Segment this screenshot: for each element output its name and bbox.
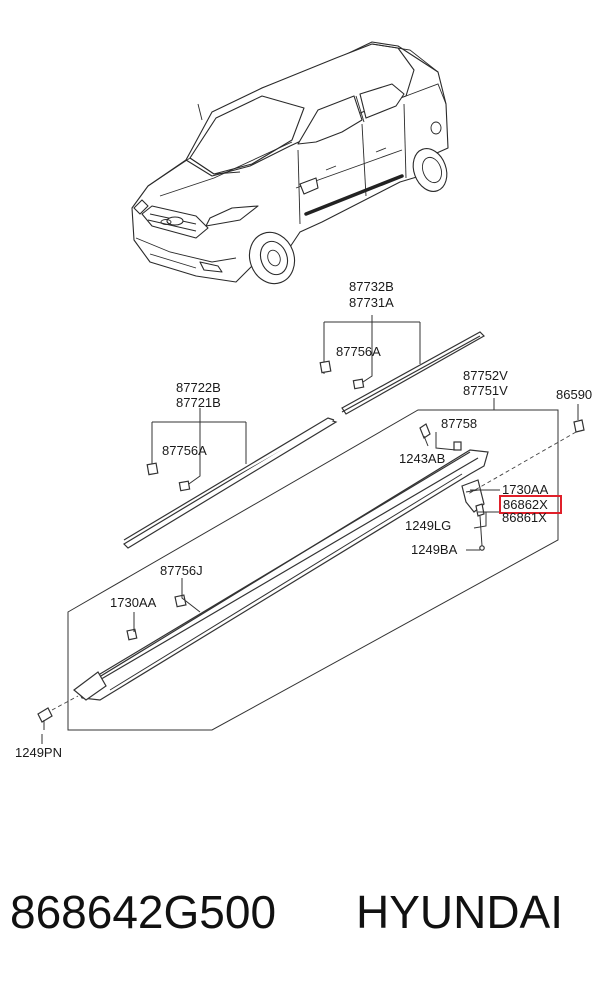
label-1730AA-right: 1730AA: [502, 482, 549, 497]
car-illustration: [131, 41, 449, 285]
label-87756A-left: 87756A: [162, 443, 207, 458]
label-1243AB: 1243AB: [399, 451, 445, 466]
label-1249BA: 1249BA: [411, 542, 458, 557]
part-labels: 87732B 87731A 87756A 87722B 87721B 87756…: [15, 279, 592, 760]
label-1249LG: 1249LG: [405, 518, 451, 533]
highlight-box: [499, 495, 562, 514]
label-87722B: 87722B: [176, 380, 221, 395]
label-87721B: 87721B: [176, 395, 221, 410]
front-door-moulding: [123, 408, 338, 549]
rear-door-moulding: [319, 315, 485, 415]
label-86590: 86590: [556, 387, 592, 402]
label-1249PN: 1249PN: [15, 745, 62, 760]
label-87752V: 87752V: [463, 368, 508, 383]
label-87756A-top: 87756A: [336, 344, 381, 359]
label-87732B: 87732B: [349, 279, 394, 294]
label-1730AA-left: 1730AA: [110, 595, 157, 610]
leader-lines: [41, 404, 579, 744]
label-87751V: 87751V: [463, 383, 508, 398]
label-86862X: 86862X: [503, 497, 548, 512]
side-sill-moulding: [37, 398, 585, 731]
footer-brand: HYUNDAI: [356, 886, 563, 938]
label-86861X: 86861X: [502, 510, 547, 525]
label-87756J: 87756J: [160, 563, 203, 578]
label-87758: 87758: [441, 416, 477, 431]
footer-part-number: 868642G500: [10, 886, 276, 938]
label-87731A: 87731A: [349, 295, 394, 310]
